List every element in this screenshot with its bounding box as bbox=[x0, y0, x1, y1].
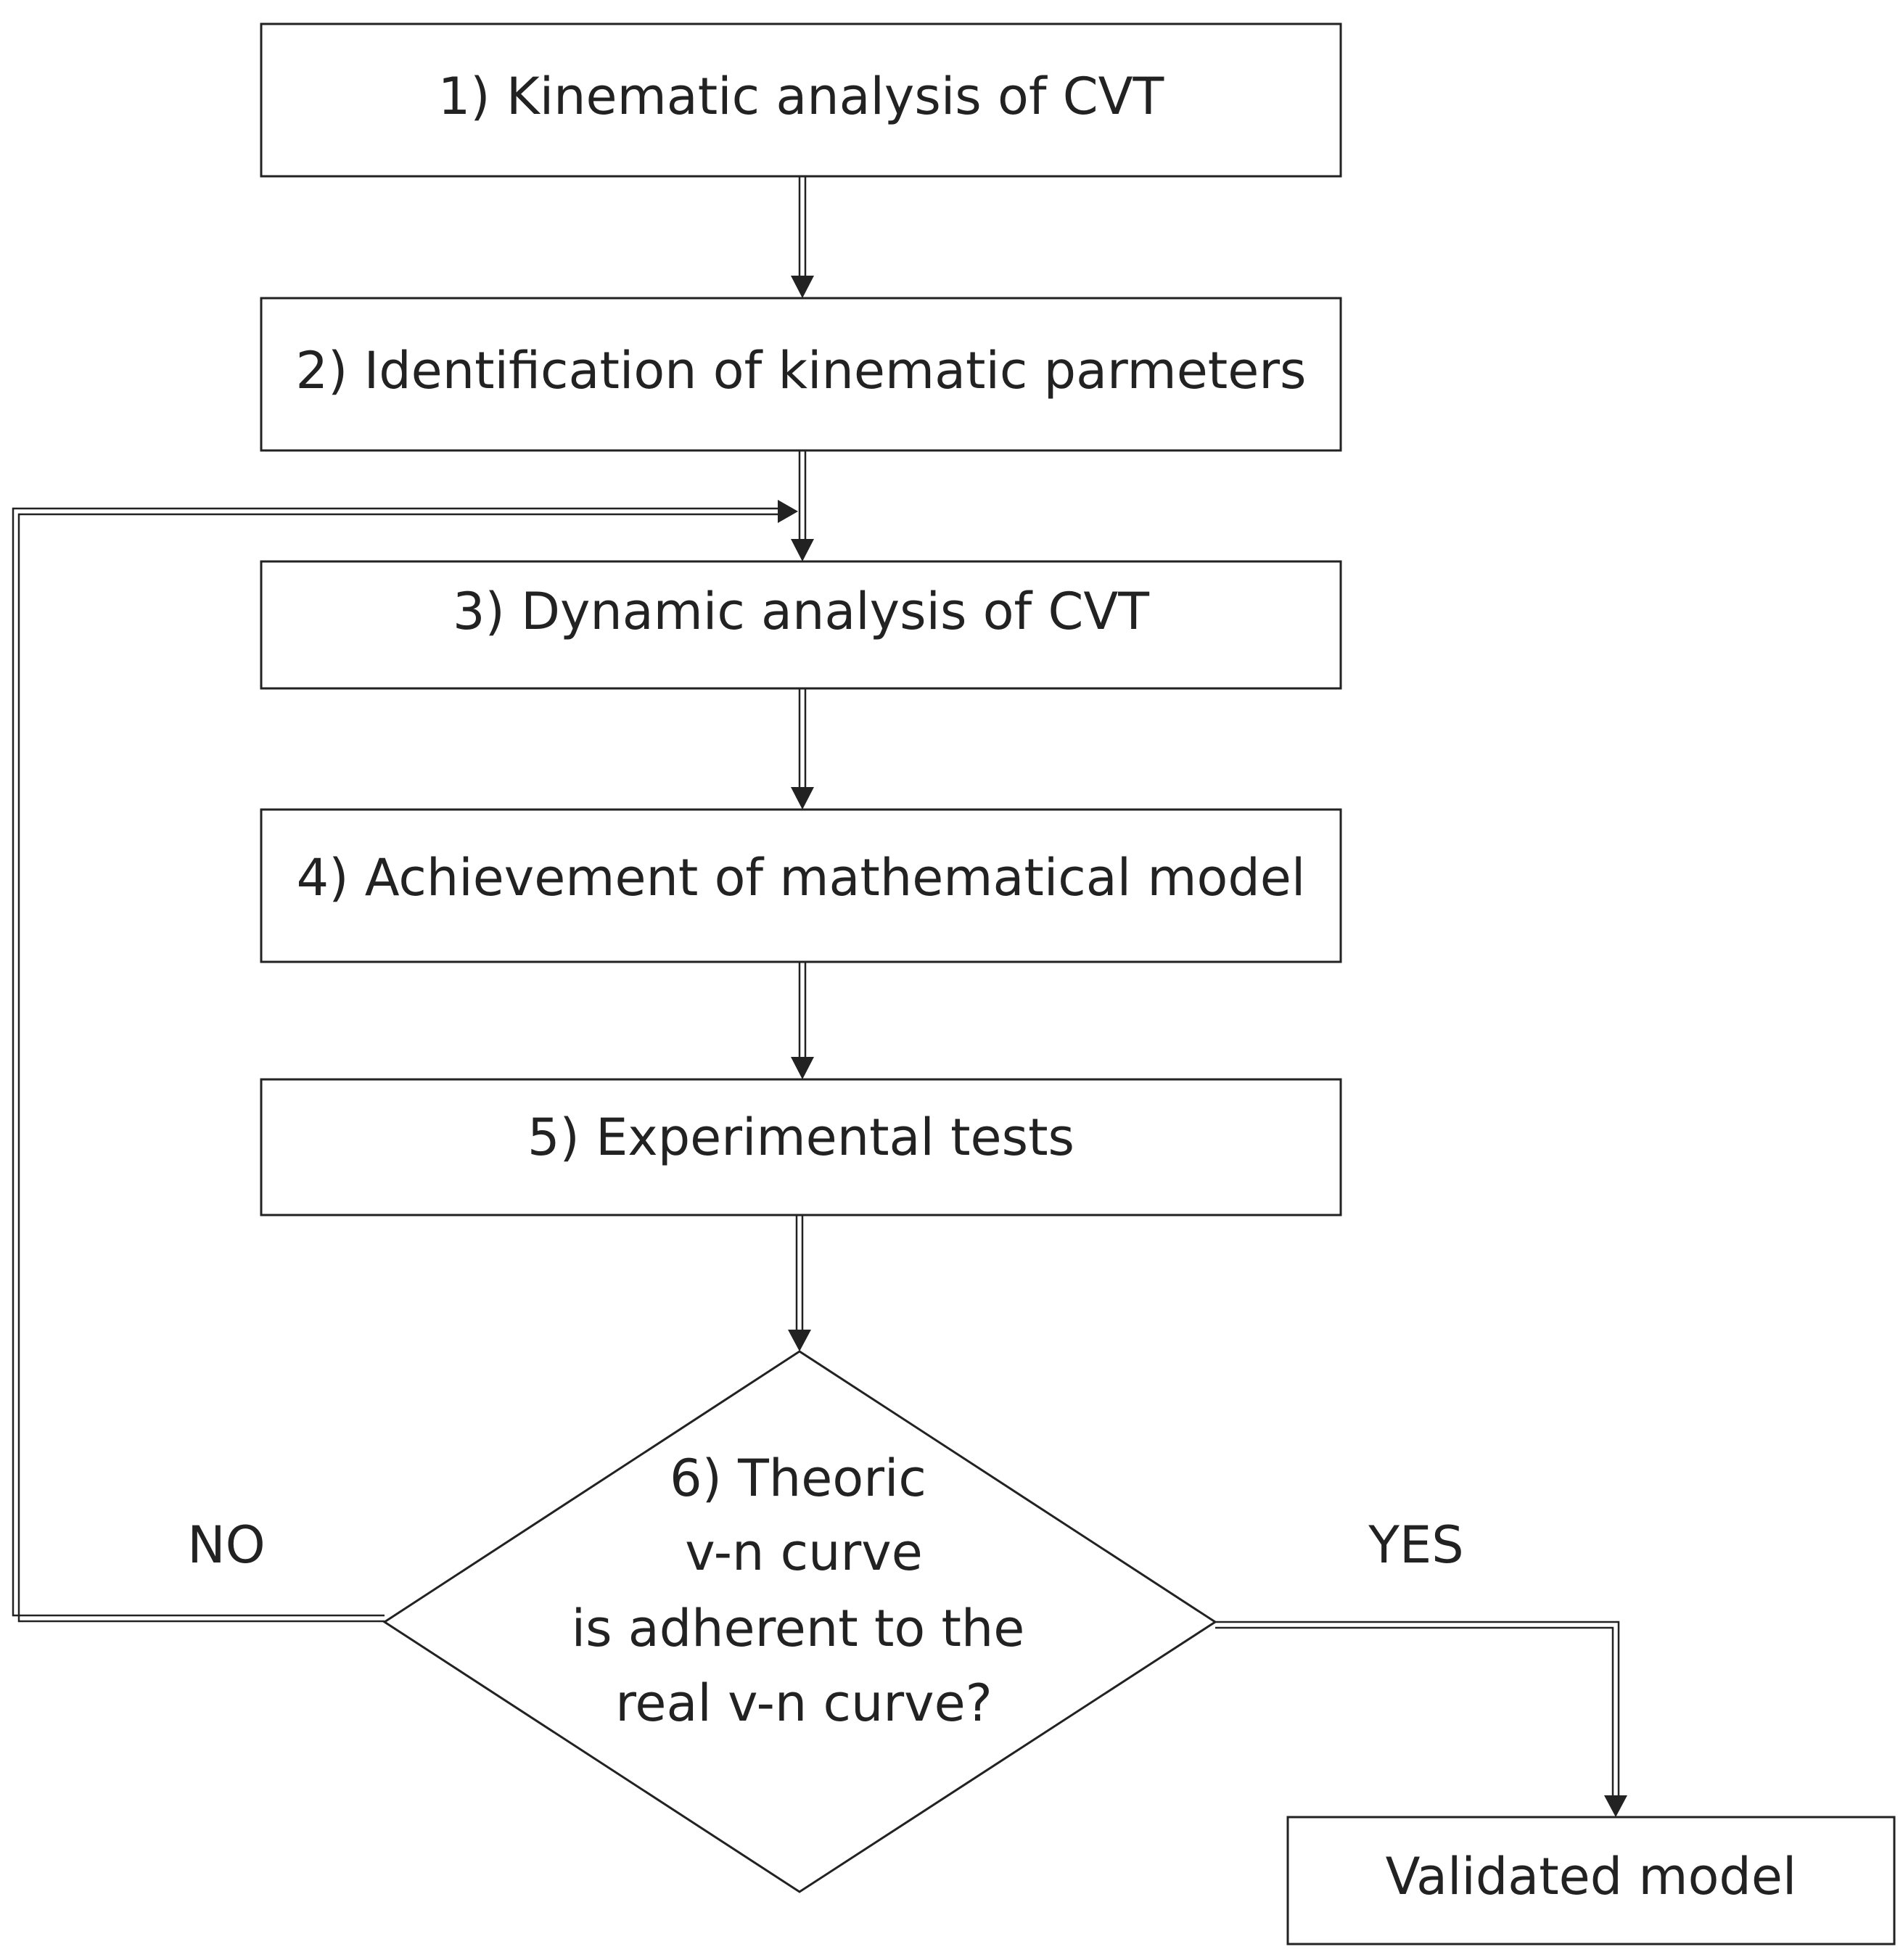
validated-model-box: Validated model bbox=[1286, 1816, 1896, 1945]
no-loop-connector bbox=[12, 500, 798, 1623]
decision-line-1: 6) Theoric bbox=[670, 1449, 926, 1508]
yes-branch-label: YES bbox=[1368, 1515, 1463, 1575]
step-1-box: 1) Kinematic analysis of CVT bbox=[260, 22, 1342, 178]
validated-model-label: Validated model bbox=[1386, 1847, 1797, 1906]
arrow-5-to-decision bbox=[788, 1215, 811, 1351]
decision-line-2: v-n curve bbox=[685, 1523, 923, 1582]
arrow-2-to-3 bbox=[791, 450, 814, 561]
arrow-4-to-5 bbox=[791, 962, 814, 1079]
decision-line-4: real v-n curve? bbox=[615, 1673, 992, 1733]
arrow-1-to-2 bbox=[791, 176, 814, 298]
step-2-box: 2) Identification of kinematic parmeters bbox=[260, 297, 1342, 452]
decision-diamond: 6) Theoric v-n curve is adherent to the … bbox=[382, 1350, 1217, 1893]
decision-line-3: is adherent to the bbox=[572, 1599, 1025, 1658]
step-4-label: 4) Achievement of mathematical model bbox=[297, 848, 1306, 907]
step-5-box: 5) Experimental tests bbox=[260, 1078, 1342, 1216]
step-2-label: 2) Identification of kinematic parmeters bbox=[295, 341, 1306, 400]
step-3-box: 3) Dynamic analysis of CVT bbox=[260, 560, 1342, 690]
arrow-3-to-4 bbox=[791, 688, 814, 810]
no-branch-label: NO bbox=[187, 1515, 265, 1575]
step-4-box: 4) Achievement of mathematical model bbox=[260, 808, 1342, 963]
step-1-label: 1) Kinematic analysis of CVT bbox=[438, 67, 1164, 126]
yes-connector bbox=[1215, 1621, 1627, 1817]
step-5-label: 5) Experimental tests bbox=[527, 1108, 1074, 1167]
step-3-label: 3) Dynamic analysis of CVT bbox=[453, 582, 1149, 641]
